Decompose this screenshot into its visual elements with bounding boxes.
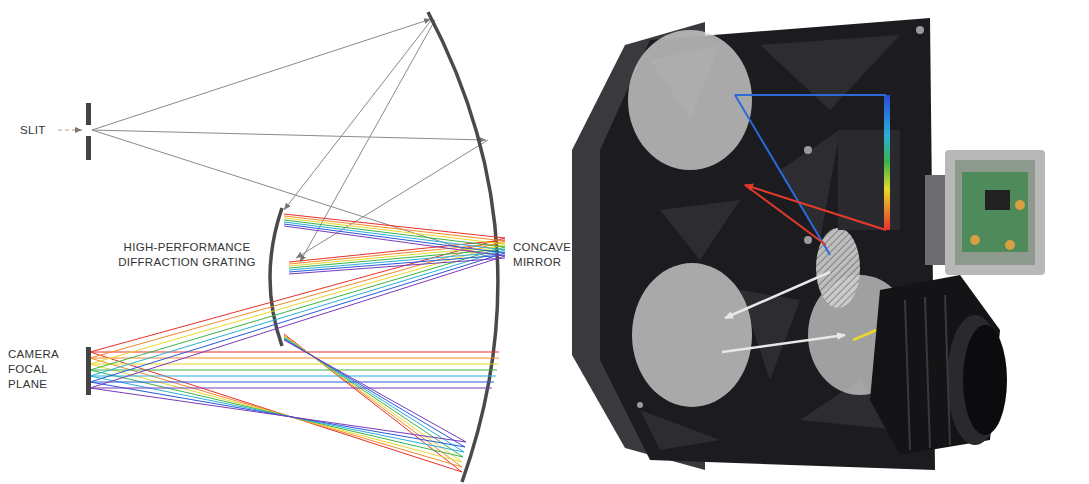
focal-plane-label: CAMERA FOCAL PLANE xyxy=(8,347,70,392)
optical-schematic xyxy=(58,12,505,482)
mirror-label: CONCAVE MIRROR xyxy=(513,240,575,270)
spectrometer-render xyxy=(572,18,1045,470)
slit-label: SLIT xyxy=(20,123,80,138)
grating-label: HIGH-PERFORMANCE DIFFRACTION GRATING xyxy=(112,240,262,270)
